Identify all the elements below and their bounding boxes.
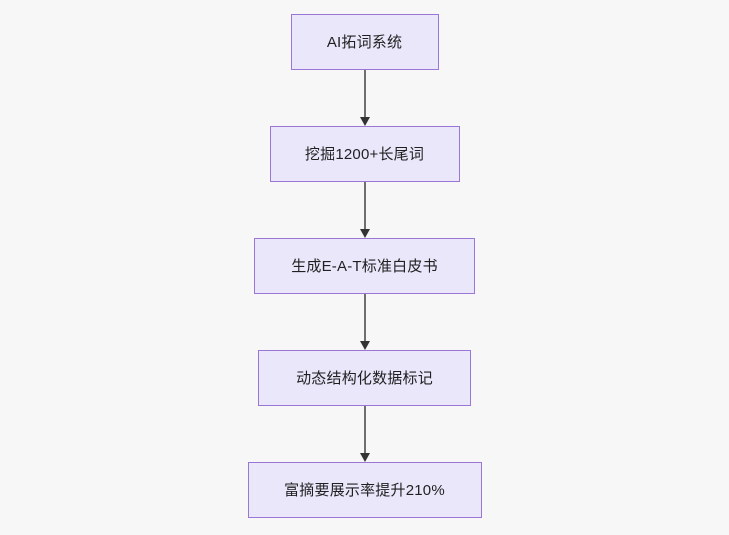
edge-line — [363, 182, 366, 230]
flowchart-node-structured-data-markup[interactable]: 动态结构化数据标记 — [258, 350, 471, 406]
flowchart-edge-n2-n3 — [358, 294, 372, 350]
flowchart-edge-n3-n4 — [358, 406, 372, 462]
arrowhead-icon — [359, 341, 370, 350]
arrowhead-icon — [359, 229, 370, 238]
flowchart-node-label: 动态结构化数据标记 — [296, 369, 433, 387]
arrowhead-icon — [359, 453, 370, 462]
edge-line — [363, 294, 366, 342]
flowchart-edge-n1-n2 — [358, 182, 372, 238]
flowchart-node-label: 挖掘1200+长尾词 — [304, 145, 425, 163]
arrowhead-icon — [359, 117, 370, 126]
flowchart-node-label: 生成E-A-T标准白皮书 — [291, 257, 438, 275]
flowchart-node-eat-whitepaper[interactable]: 生成E-A-T标准白皮书 — [254, 238, 475, 294]
flowchart-node-ai-keyword-system[interactable]: AI拓词系统 — [290, 14, 439, 70]
flowchart-node-rich-snippet-result[interactable]: 富摘要展示率提升210% — [247, 462, 482, 518]
flowchart-node-label: AI拓词系统 — [326, 33, 403, 51]
flowchart-node-label: 富摘要展示率提升210% — [284, 481, 445, 499]
flowchart-node-longtail-keywords[interactable]: 挖掘1200+长尾词 — [269, 126, 460, 182]
edge-line — [363, 70, 366, 118]
edge-line — [363, 406, 366, 454]
flowchart-edge-n0-n1 — [358, 70, 372, 126]
